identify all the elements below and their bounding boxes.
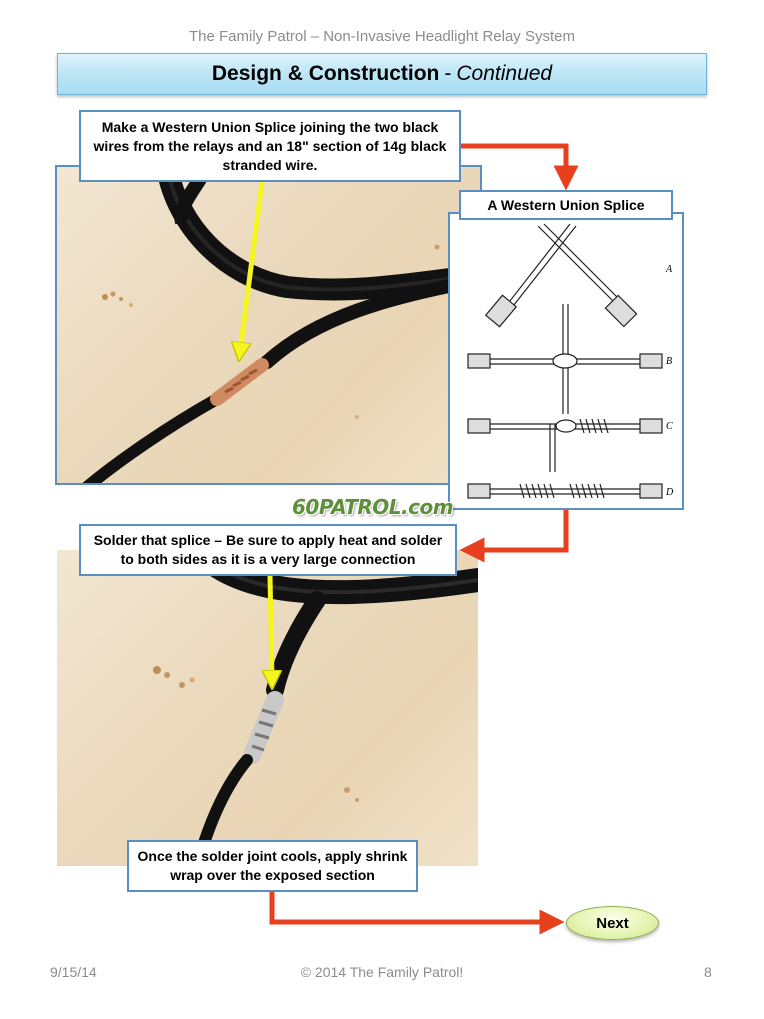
callout-solder-splice: Solder that splice – Be sure to apply he… (79, 524, 457, 576)
arrow-to-solder-step (459, 510, 569, 563)
footer-date: 9/15/14 (50, 964, 97, 980)
page-title-main: Design & Construction (211, 62, 440, 85)
diagram-stage-b (467, 304, 663, 414)
diagram-label-d: D (665, 487, 674, 498)
callout-western-union-splice: Make a Western Union Splice joining the … (79, 110, 461, 182)
diagram-label-b: B (666, 356, 672, 367)
next-button[interactable]: Next (566, 906, 659, 940)
watermark-logo: 60PATROL.com (292, 495, 454, 519)
photo-soldered-splice (57, 550, 478, 866)
page-title-subtitle: Continued (456, 62, 553, 85)
photo-unsoldered-splice (55, 165, 482, 485)
page-title: Design & Construction - Continued (57, 53, 707, 95)
diagram-stage-a (484, 223, 638, 328)
diagram-stage-c (467, 418, 663, 472)
footer-copyright: © 2014 The Family Patrol! (300, 964, 464, 980)
page-title-separator: - (444, 62, 452, 85)
diagram-title: A Western Union Splice (459, 190, 673, 220)
splice-diagram: A B C (448, 212, 684, 510)
arrow-to-next (269, 892, 565, 935)
header-text: The Family Patrol – Non-Invasive Headlig… (189, 28, 575, 45)
footer-page-number: 8 (704, 964, 712, 980)
callout-shrink-wrap: Once the solder joint cools, apply shrin… (127, 840, 418, 892)
diagram-label-a: A (665, 264, 673, 275)
diagram-label-c: C (666, 421, 673, 432)
diagram-stage-d (467, 483, 663, 499)
